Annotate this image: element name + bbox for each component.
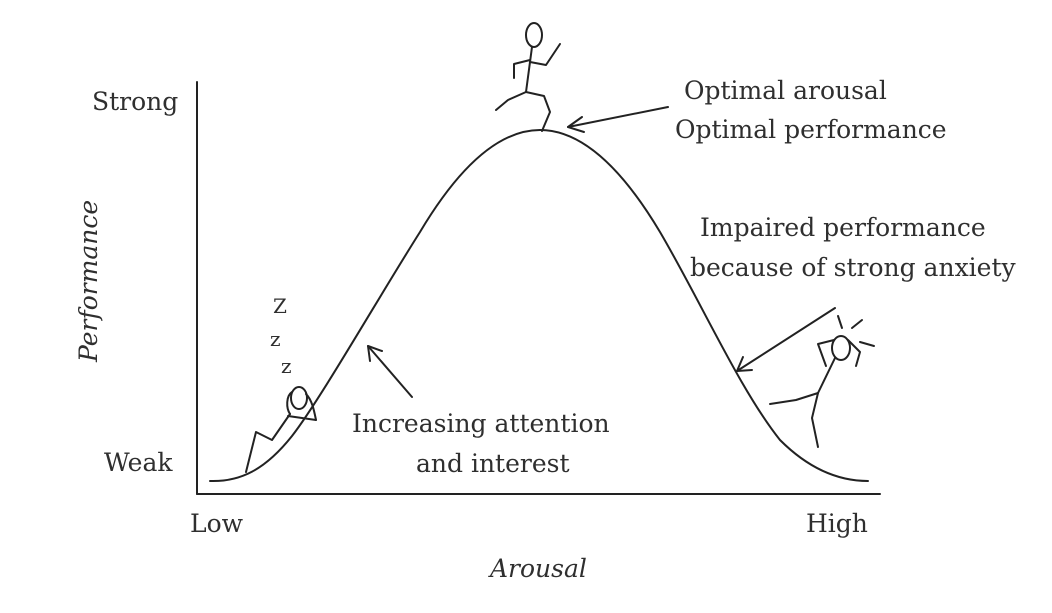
running-person-icon — [495, 22, 561, 132]
x-axis-title: Arousal — [488, 554, 587, 583]
performance-curve — [209, 129, 869, 483]
y-label-weak: Weak — [104, 448, 173, 477]
x-label-high: High — [806, 509, 868, 538]
x-label-low: Low — [190, 509, 244, 538]
sleep-mark-1: Z — [273, 294, 287, 318]
sleep-mark-3: z — [281, 354, 292, 378]
sleep-mark-2: z — [270, 327, 281, 351]
falling-annotation-line-2: because of strong anxiety — [690, 253, 1016, 282]
rising-arrow — [367, 345, 413, 398]
falling-arrow — [736, 307, 836, 372]
falling-annotation-line-1: Impaired performance — [700, 213, 986, 242]
rising-annotation-line-1: Increasing attention — [352, 409, 610, 438]
sleeping-person-icon — [245, 386, 317, 473]
y-axis-title: Performance — [74, 200, 103, 363]
peak-arrow — [567, 106, 669, 133]
anxious-person-icon — [769, 315, 875, 448]
peak-annotation-line-2: Optimal performance — [675, 115, 947, 144]
rising-annotation-line-2: and interest — [416, 449, 570, 478]
peak-annotation-line-1: Optimal arousal — [684, 76, 887, 105]
y-label-strong: Strong — [92, 87, 178, 116]
